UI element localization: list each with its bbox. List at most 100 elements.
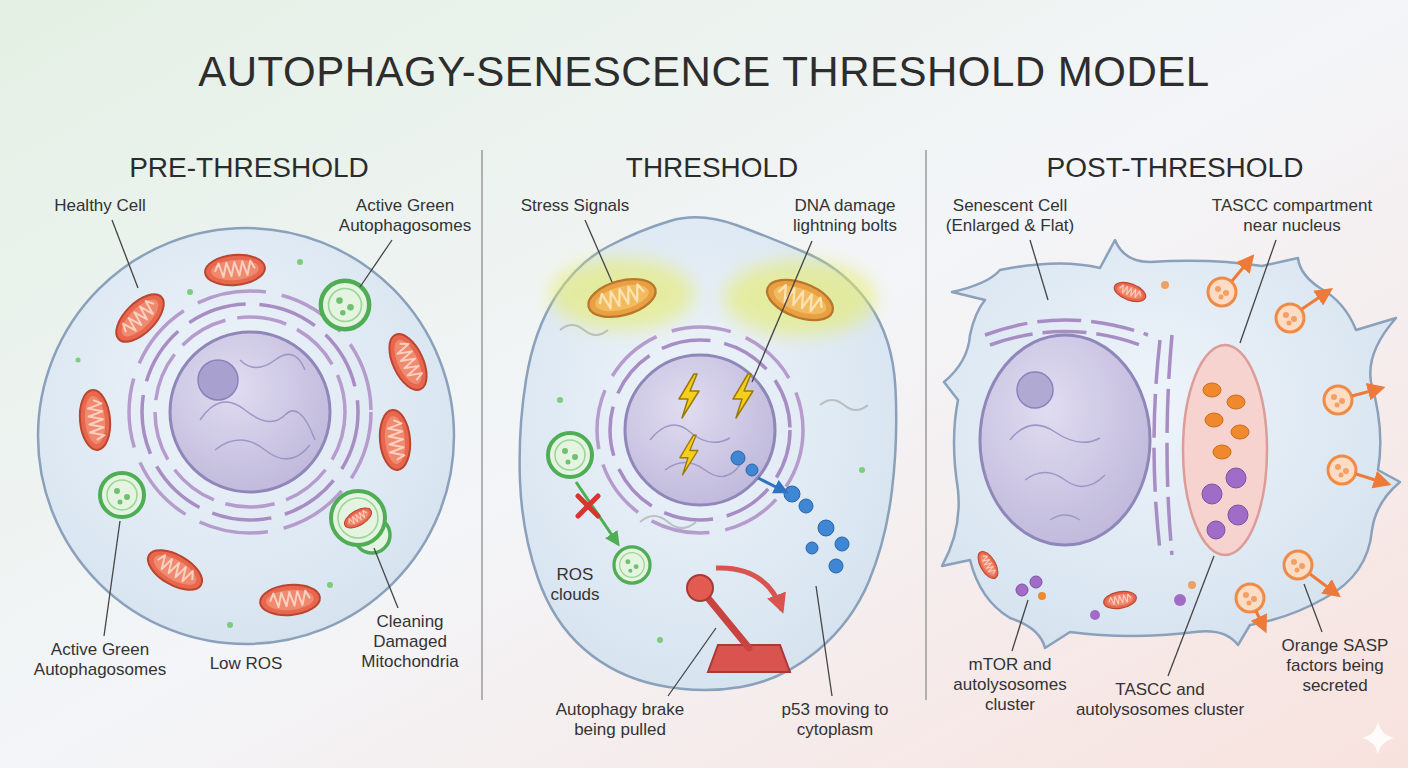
stressed-cell [520,217,897,690]
purple-dot [1090,610,1100,620]
tascc-compartment [1183,345,1267,555]
callout-label: ROS clouds [547,565,603,605]
sasp-secretion [1208,257,1388,630]
autolysosome [1205,413,1223,427]
callout-label: Low ROS [196,654,296,674]
ros-cloud [560,325,868,528]
callout-label: Orange SASP factors being secreted [1279,636,1391,696]
callout-label: DNA damage lightning bolts [780,196,910,236]
p53-blob [818,520,834,536]
orange-dot [1161,281,1169,289]
secretion-arrow [1302,290,1330,309]
leader-line [1240,240,1276,343]
green-dot [297,259,303,265]
label-holder: DNA damage lightning bolts [780,196,910,236]
dna-damage-bolt [733,374,753,418]
lysosome [1202,484,1222,504]
chromatin [200,354,315,459]
stress-glow [550,258,694,330]
healthy-cell [38,228,454,644]
label-holder: Active Green Autophagosomes [330,196,480,236]
dna-damage-bolt [679,374,699,418]
green-dot [76,358,81,363]
leader-line [1168,556,1214,676]
autophagosome [100,473,144,517]
label-holder: Autophagy brake being pulled [545,700,695,740]
mitochondrion [77,389,112,451]
orange-dot [1188,581,1196,589]
p53-arrow [758,478,786,492]
callout-label: Stress Signals [510,196,640,216]
green-dot [859,467,865,473]
label-holder: Cleaning Damaged Mitochondria [355,612,465,672]
mitochondrion [204,252,266,287]
callout-label: Active Green Autophagosomes [330,196,480,236]
leader-line [816,586,832,696]
nucleus [980,335,1150,545]
sasp-vesicle [1324,386,1352,414]
pull-arrow [716,568,782,610]
secretion-arrow [1352,388,1382,396]
chromatin [1010,425,1105,520]
lysosome [1226,468,1246,488]
leader-line [1030,240,1048,300]
callout-label: TASCC compartment near nucleus [1205,196,1380,236]
watermark-sparkle [1362,722,1394,754]
sasp-vesicle [1328,456,1356,484]
p53-proteins [731,451,849,573]
damaged-mitochondrion [341,504,374,532]
leader-line [112,220,138,288]
stress-glow [724,260,876,336]
lysosome [1228,505,1248,525]
leader-line [752,241,812,382]
mitochondrion [974,548,1002,581]
leader-line [1012,600,1028,651]
mitochondrion [1112,279,1149,306]
leader-line [1304,584,1322,632]
p53-blob [799,499,813,513]
label-holder: TASCC and autolysosomes cluster [1065,680,1255,720]
leader-line [668,628,716,696]
green-dot [557,397,563,403]
mitochondrion [1102,589,1137,611]
dna-damage-bolt [680,435,698,475]
secretion-arrow [1310,574,1338,595]
nucleolus [198,360,238,400]
stressed-mitochondrion [762,272,839,328]
sasp-vesicle [1284,551,1312,579]
autophagosome-engulfing [331,491,385,545]
green-dot [657,637,663,643]
nucleus [170,332,330,492]
label-holder: Active Green Autophagosomes [25,640,175,680]
purple-dot [1174,594,1186,606]
panel-heading: PRE-THRESHOLD [0,140,498,186]
callout-label: Autophagy brake being pulled [545,700,695,740]
p53-blob [835,537,849,551]
lever-handle [703,592,749,648]
label-holder: ROS clouds [547,565,603,605]
label-holder: Orange SASP factors being secreted [1279,636,1391,696]
green-dot [187,289,193,295]
label-holder: Stress Signals [510,196,640,216]
sasp-vesicle [1208,278,1236,306]
autophagosome [548,433,592,477]
leader-lines [104,220,1322,696]
label-holder: TASCC compartment near nucleus [1205,196,1380,236]
p53-blob [731,451,745,465]
cell-membrane [38,228,454,644]
secretion-arrow [1256,611,1265,630]
endoplasmic-reticulum [597,327,803,533]
panel-divider [481,150,483,700]
block-cross [578,496,598,516]
autolysosome [1227,395,1245,409]
autolysosome [1203,383,1221,397]
secretion-arrow [1356,474,1388,484]
nucleolus [1017,372,1053,408]
callout-label: p53 moving to cytoplasm [775,700,895,740]
mitochondrion [142,542,209,598]
mitochondrion [259,582,321,617]
p53-blob [829,559,843,573]
